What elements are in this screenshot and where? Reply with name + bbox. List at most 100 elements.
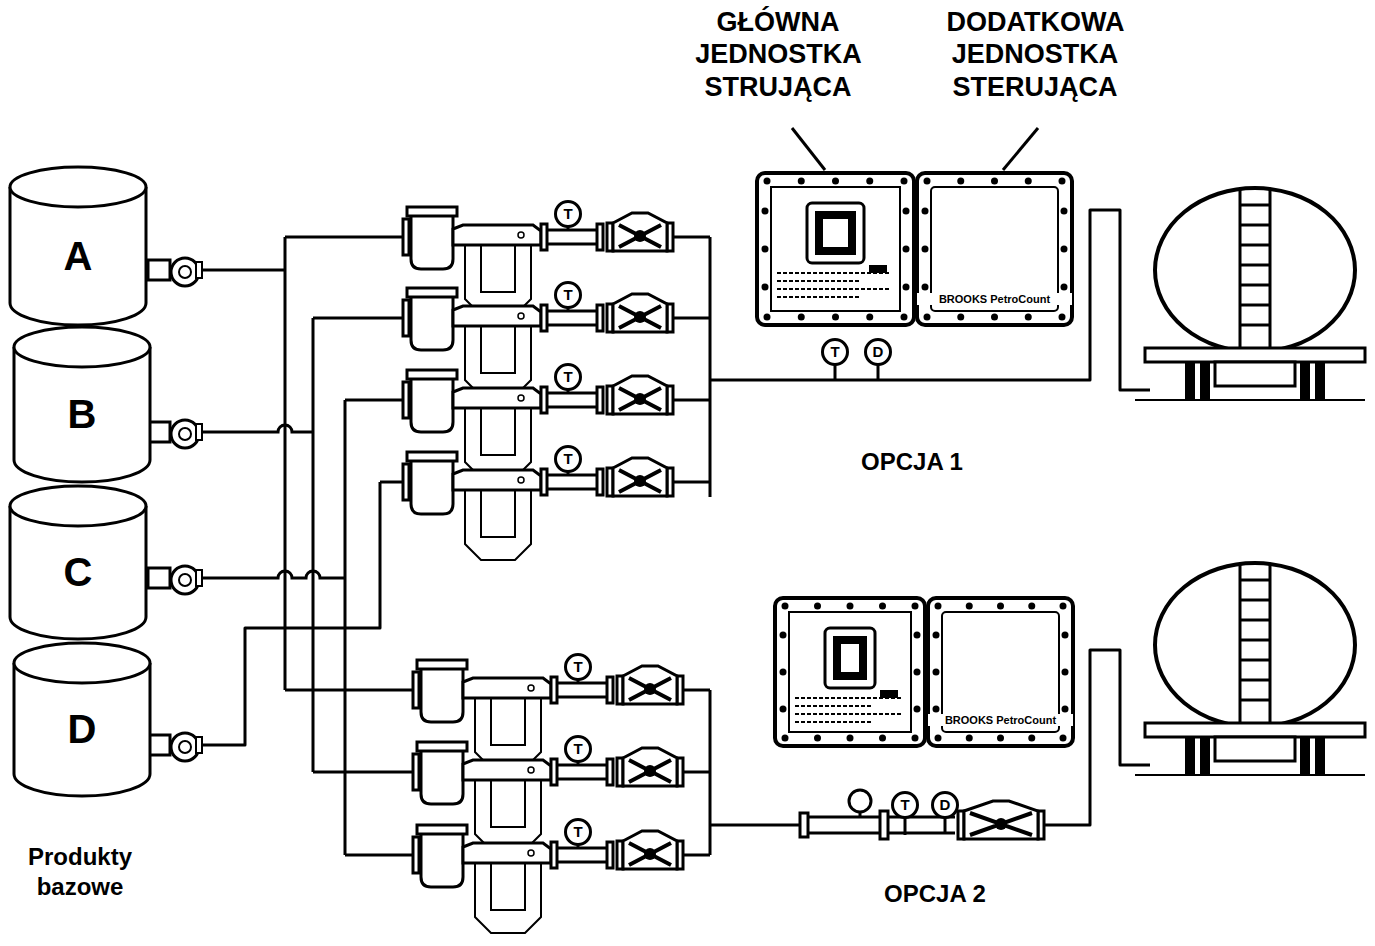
drawing-stroke (196, 737, 202, 753)
pipe-line (345, 854, 415, 857)
valve-body (623, 748, 677, 786)
pipe-line (313, 771, 415, 774)
pipe-line (285, 236, 405, 239)
keypad-row (777, 296, 860, 298)
ladder-rung (1240, 244, 1270, 247)
bolt (1025, 178, 1032, 185)
tank-letter: D (12, 707, 152, 752)
flange (551, 759, 557, 785)
brand-label: BROOKS PetroCount (928, 714, 1073, 726)
bolt (903, 284, 910, 291)
drawing-stroke (148, 568, 170, 588)
tank-outline (10, 167, 146, 207)
valve-body (623, 831, 677, 869)
ladder-rung (1240, 619, 1270, 622)
ladder-rung (1240, 579, 1270, 582)
flow-meter (417, 825, 467, 834)
brand-label: BROOKS PetroCount (917, 293, 1072, 305)
housing (917, 173, 1072, 325)
unit-label: DODATKOWA JEDNOSTKA STERUJĄCA (947, 6, 1124, 103)
bolt (901, 314, 908, 321)
valve-mark (629, 760, 671, 782)
pipe-spool (547, 475, 597, 489)
pump-symbol (148, 258, 202, 286)
storage-tank: A (8, 165, 148, 325)
ladder (1240, 188, 1270, 352)
sensor-symbol: T (554, 200, 582, 228)
sensor-stem (944, 818, 947, 833)
sensor-symbol: T (564, 735, 592, 763)
valve-mark (619, 306, 661, 328)
bolt (762, 284, 769, 291)
keypad-row (777, 288, 890, 290)
coriolis-tube (465, 490, 531, 560)
drawing-stroke (179, 741, 191, 753)
coriolis-body (528, 685, 534, 691)
flange (607, 842, 613, 868)
bolt (1062, 632, 1069, 639)
keypad-row (777, 280, 860, 282)
valve-mark (995, 818, 1007, 830)
ladder-rung (1240, 224, 1270, 227)
pipe-line (709, 690, 712, 855)
ladder-rung (1240, 659, 1270, 662)
valve-mark (644, 848, 656, 860)
bolt (1060, 735, 1067, 742)
bolt (814, 603, 821, 610)
flow-meter (421, 750, 463, 804)
housing (757, 173, 914, 325)
coriolis-body (518, 313, 524, 319)
pipe-line (670, 236, 710, 239)
bolt (798, 314, 805, 321)
bolt (798, 178, 805, 185)
valve-body (964, 801, 1038, 839)
pipe-line (709, 237, 712, 497)
pipe-line (380, 481, 405, 484)
bolt (935, 603, 942, 610)
ladder-rung (1240, 264, 1270, 267)
flow-meter (417, 742, 467, 751)
meter-run (403, 452, 673, 560)
drawing-stroke (148, 260, 170, 280)
keypad-row (795, 713, 901, 715)
ground-line (1135, 774, 1365, 776)
bolt (914, 706, 921, 713)
wheel (1315, 737, 1325, 775)
flange (597, 224, 603, 250)
coriolis-body (518, 395, 524, 401)
bolt (866, 314, 873, 321)
pipe-line (710, 824, 800, 827)
keypad-key (880, 690, 898, 698)
ladder-rung (1240, 324, 1270, 327)
coriolis-body (453, 470, 541, 490)
flow-meter (411, 296, 453, 350)
tank-letter: C (8, 550, 148, 595)
bolt (933, 669, 940, 676)
flow-meter (407, 452, 457, 461)
pressure-gauge (849, 790, 871, 812)
bolt (922, 284, 929, 291)
bolt (997, 603, 1004, 610)
pipe-line (313, 317, 405, 320)
coriolis-body (463, 678, 551, 698)
display (815, 211, 856, 255)
valve-mark (619, 470, 661, 492)
meter-spool (800, 790, 1044, 839)
bolt (914, 632, 921, 639)
flange (597, 387, 603, 413)
bolt (1028, 603, 1035, 610)
bolt (933, 706, 940, 713)
option-label: OPCJA 1 (861, 448, 963, 476)
coriolis-body (463, 760, 551, 780)
storage-tank: B (12, 325, 152, 482)
tank-outline (10, 486, 146, 526)
wheel (1300, 362, 1310, 400)
bolt (762, 246, 769, 253)
flange (607, 677, 613, 703)
bolt (914, 669, 921, 676)
chassis (1215, 737, 1295, 761)
valve-body (613, 213, 667, 251)
pipe-line (312, 318, 315, 772)
bolt (879, 735, 886, 742)
bolt (1062, 706, 1069, 713)
